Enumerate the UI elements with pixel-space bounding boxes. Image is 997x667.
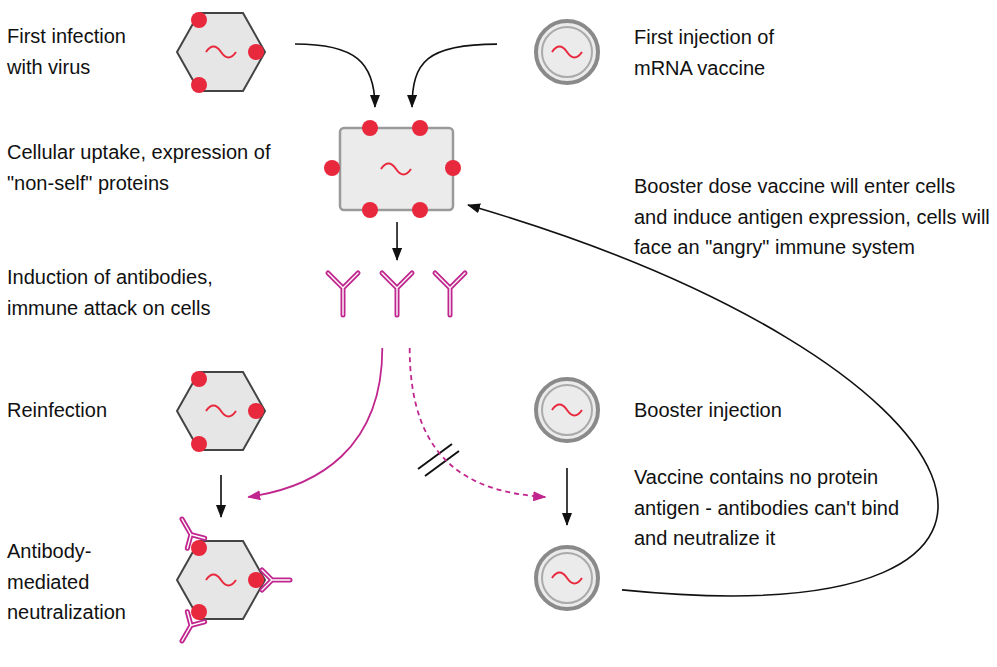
node-label: Cellular uptake, expression of "non-self… [7, 137, 277, 198]
antigen-dot [191, 371, 207, 387]
lipid-shell [542, 385, 592, 435]
node-illustration [320, 268, 472, 318]
arrow-connector [295, 44, 375, 107]
node-label: Antibody-mediated neutralization [7, 536, 147, 628]
antibody-group: Induction of antibodies, immune attack o… [320, 268, 472, 318]
arrow-connector [412, 44, 497, 107]
node-illustration [176, 12, 266, 92]
antigen-dot [248, 44, 264, 60]
antigen-dot [412, 202, 428, 218]
virus-capsid [177, 372, 265, 450]
antigen-dot [248, 572, 264, 588]
antibody-symbol [435, 273, 465, 315]
node-illustration [170, 505, 305, 655]
arrow-connector [566, 468, 568, 525]
node-illustration [534, 377, 600, 443]
mrna-wave [552, 405, 582, 416]
antigen-dot [191, 77, 207, 93]
virus-particle: Antibody-mediated neutralization [170, 505, 305, 655]
virus-particle: First infection with virus [176, 12, 266, 92]
mrna-wave [552, 47, 582, 58]
node-illustration [534, 19, 600, 85]
node-illustration [534, 545, 600, 611]
arrow-connector [220, 475, 222, 517]
antigen-dot [248, 403, 264, 419]
antigen-dot [191, 604, 207, 620]
antigen-dot [324, 160, 340, 176]
antigen-dot [362, 202, 378, 218]
lipid-shell [536, 21, 598, 83]
antibody-symbol [173, 514, 204, 548]
blocker-line [425, 451, 459, 476]
vaccine-particle: First injection of mRNA vaccine [534, 19, 600, 85]
antigen-dot [191, 540, 207, 556]
mrna-wave [206, 575, 236, 586]
antigen-dot [445, 160, 461, 176]
mrna-wave [381, 164, 411, 175]
lipid-shell [542, 27, 592, 77]
note-label: Booster dose vaccine will enter cells an… [634, 171, 992, 263]
antibody-symbol [173, 612, 204, 646]
mrna-wave [206, 47, 236, 58]
cell-membrane [340, 128, 453, 210]
vaccine-particle: Vaccine contains no protein antigen - an… [534, 545, 600, 611]
vaccine-particle: Booster injection [534, 377, 600, 443]
node-illustration [176, 371, 266, 451]
blocker-line [418, 444, 452, 469]
node-label: First injection of mRNA vaccine [634, 22, 824, 83]
antigen-dot [191, 12, 207, 28]
antibody-symbol [262, 570, 290, 590]
node-label: Induction of antibodies, immune attack o… [7, 262, 257, 323]
lipid-shell [536, 379, 598, 441]
antibody-symbol [382, 273, 412, 315]
antigen-dot [412, 120, 428, 136]
arrow-connector [396, 222, 398, 260]
arrow-connector [410, 348, 546, 497]
node-label: Vaccine contains no protein antigen - an… [634, 462, 934, 554]
lipid-shell [542, 553, 592, 603]
antibody-symbol [328, 273, 358, 315]
node-label: Booster injection [634, 395, 884, 426]
mrna-wave [552, 573, 582, 584]
lipid-shell [536, 547, 598, 609]
virus-particle: Reinfection [176, 371, 266, 451]
antigen-dot [362, 120, 378, 136]
arrow-connector [468, 205, 938, 596]
mrna-wave [206, 406, 236, 417]
virus-capsid [177, 13, 265, 91]
node-illustration [330, 118, 463, 220]
node-label: First infection with virus [7, 21, 157, 82]
arrow-connector [248, 348, 382, 497]
antigen-dot [191, 436, 207, 452]
cell-box: Cellular uptake, expression of "non-self… [330, 118, 463, 220]
virus-capsid [177, 541, 265, 619]
node-label: Reinfection [7, 395, 157, 426]
